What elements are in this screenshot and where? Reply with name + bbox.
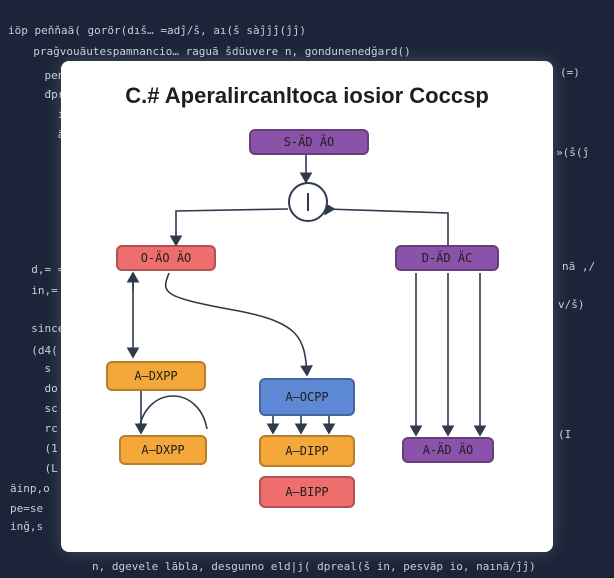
node-left-a: A—DXPP xyxy=(106,361,206,391)
edge-hub-left xyxy=(169,208,289,247)
edge-left-mida xyxy=(164,272,313,377)
code-line: (I xyxy=(558,428,572,441)
code-line: do xyxy=(18,382,58,395)
code-line: (1 xyxy=(18,442,58,455)
code-line: (=) xyxy=(560,66,580,79)
node-right-a: A-ÄD ÄO xyxy=(402,437,494,463)
diagram-card: C.# Aperalircanltoca iosior Coccsp xyxy=(61,61,553,552)
diagram-edges xyxy=(126,155,487,437)
diagram-title: C.# Aperalircanltoca iosior Coccsp xyxy=(125,83,489,108)
code-line: d,= = xyxy=(18,263,65,276)
node-right: D-ÄD ÄC xyxy=(395,245,499,271)
code-line: pe=se xyxy=(10,502,44,515)
node-mid-b: A—DIPP xyxy=(259,435,355,467)
edge-lefta-leftb xyxy=(138,395,208,430)
hub-bar-icon xyxy=(307,193,309,211)
code-line: (d4( xyxy=(18,344,58,357)
code-line: v/š) xyxy=(558,298,585,311)
node-left-b: A—DXPP xyxy=(119,435,207,465)
code-line: in,= xyxy=(18,284,58,297)
code-line: (L xyxy=(18,462,58,475)
node-mid-c: A—BIPP xyxy=(259,476,355,508)
code-line: nā ,/ xyxy=(562,260,596,273)
code-line: since xyxy=(18,322,65,335)
code-line: sc xyxy=(18,402,58,415)
code-line: s xyxy=(18,362,52,375)
code-line: iöp peňňaä( gorör(dıš… =adĵ/š, aı(š sàĵĵ… xyxy=(8,24,307,37)
edge-hub-right xyxy=(325,208,449,245)
code-line: rc xyxy=(18,422,58,435)
code-line: prağvouäutespamnancio… raguā šdüuvere n,… xyxy=(20,45,411,58)
code-line: äinp,o xyxy=(10,482,50,495)
node-mid-a: A—OCPP xyxy=(259,378,355,416)
code-line: n, dgevele lābla, desgunno eld|j( dpreal… xyxy=(92,560,536,573)
node-top: S-ÄD ÄO xyxy=(249,129,369,155)
hub-node xyxy=(288,182,328,222)
code-line: inğ,s xyxy=(10,520,44,533)
code-line: »(š(ĵ xyxy=(556,146,590,159)
node-left: O-ÄO ÄO xyxy=(116,245,216,271)
